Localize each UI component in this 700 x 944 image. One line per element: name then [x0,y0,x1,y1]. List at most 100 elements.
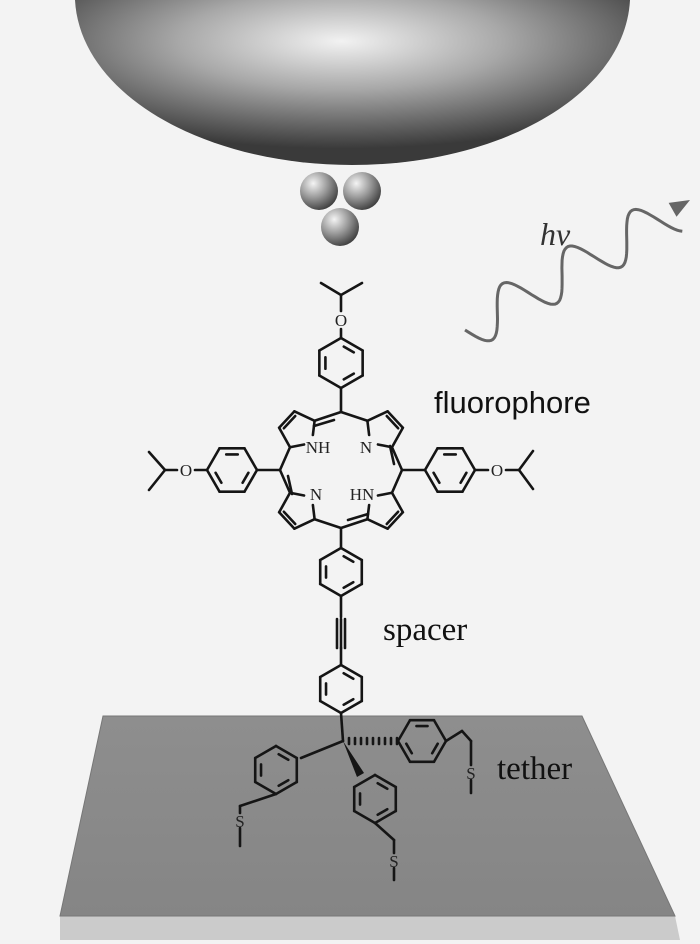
pyrrole-bond [376,491,394,497]
wedge-bond [343,741,364,777]
pyrrole-bond [366,410,389,423]
benzene-bond [339,374,364,390]
benzene-bond [396,718,412,743]
benzene-bond [318,699,343,715]
pyrrole-double-bond [282,414,297,430]
pyrrole-bond [277,491,292,514]
atom-sulfur-left: S [235,812,244,831]
isopropyl-bond [517,449,535,472]
benzene-bond [339,663,364,679]
benzene-bond [274,744,299,760]
benzene-double-bond [430,742,440,755]
bond [460,729,473,743]
probe-tip [75,0,630,165]
benzene-bond [205,447,221,472]
benzene-bond [318,582,343,598]
tip-atom [321,208,359,246]
photon-arrowhead-icon [668,200,690,217]
photon-wave [464,207,683,343]
isopropyl-bond [319,281,343,297]
pyrrole-bond [288,443,306,449]
benzene-bond [339,336,364,352]
benzene-double-bond [404,742,414,755]
benzene-bond [339,699,364,715]
benzene-bond [373,809,398,825]
benzene-double-bond [342,372,356,381]
pyrrole-bond [366,503,371,521]
benzene-bond [352,773,377,789]
tether-bond [299,739,345,760]
benzene-double-bond [376,781,389,791]
meso-bond [278,445,292,472]
substrate-plate [59,715,676,917]
atom-hn-bottom-right: HN [350,485,375,504]
spacer-label: spacer [383,612,467,648]
ch2-bond [373,821,396,842]
spacer-bond [339,711,345,743]
benzene-bond [318,336,343,352]
ch2-bond [238,792,278,808]
pyrrole-bond [366,419,371,437]
pyrrole-bond [277,410,296,430]
tip-atom-cluster [300,172,381,246]
benzene-bond [339,582,364,598]
benzene-bond [423,447,439,472]
pyrrole-bond [366,517,389,530]
benzene-bond [274,780,299,796]
pyrrole-bond [386,510,405,530]
pyrrole-double-bond [385,510,400,526]
isopropyl-bond [147,450,167,472]
benzene-bond [423,468,439,493]
benzene-double-bond [241,471,250,485]
benzene-bond [253,780,278,796]
benzene-double-bond [342,580,355,590]
benzene-bond [432,739,448,764]
meso-double-bond [312,418,336,428]
benzene-bond [461,447,477,472]
molecule-structure [147,281,535,882]
meso-bond [313,410,343,423]
tip-atom [343,172,381,210]
pyrrole-double-bond [282,510,297,526]
benzene-bond [243,447,259,472]
pyrrole-bond [311,419,316,437]
benzene-bond [318,663,343,679]
atom-oxygen-left: O [180,461,192,480]
benzene-bond [243,468,259,493]
benzene-bond [461,468,477,493]
benzene-double-bond [277,752,290,762]
tip-atom [300,172,338,210]
ch2-bond [444,729,464,743]
meso-double-bond [388,444,396,466]
benzene-double-bond [214,471,223,485]
isopropyl-bond [147,468,167,492]
atom-oxygen-right: O [491,461,503,480]
atom-n-bottom-left: N [310,485,322,504]
benzene-bond [396,739,412,764]
pyrrole-bond [386,410,405,430]
meso-bond [339,517,369,530]
meso-bond [278,468,292,495]
benzene-bond [352,809,377,825]
meso-bond [339,410,369,423]
tether-label: tether [497,751,572,787]
meso-bond [390,468,404,495]
benzene-bond [318,546,343,562]
pyrrole-bond [293,517,316,530]
atom-n-top-right: N [360,438,372,457]
atom-sulfur-right: S [466,764,475,783]
isopropyl-bond [339,281,364,297]
atom-oxygen-top: O [335,311,347,330]
pyrrole-bond [277,510,296,530]
pyrrole-double-bond [385,414,400,430]
pyrrole-bond [277,426,292,449]
atom-sulfur-bottom: S [389,852,398,871]
meso-double-bond [346,512,370,522]
isopropyl-bond [517,468,535,491]
benzene-double-bond [342,554,355,564]
benzene-double-bond [342,671,355,681]
benzene-double-bond [342,697,355,707]
benzene-double-bond [277,778,290,788]
benzene-bond [318,374,343,390]
